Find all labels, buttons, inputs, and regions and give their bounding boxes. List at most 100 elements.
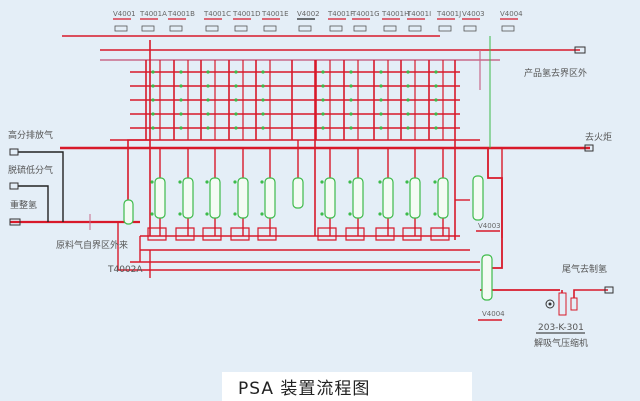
compressor-tag: 203-K-301 — [538, 323, 584, 333]
instrument-box — [298, 25, 312, 32]
outlet-nozzle — [584, 144, 594, 152]
instrument-box — [205, 25, 219, 32]
equipment-tag: T4001F — [327, 10, 354, 18]
valve — [206, 126, 210, 130]
instrument-box — [353, 25, 367, 32]
equipment-tag: T4001J — [436, 10, 461, 18]
instrument-box — [329, 25, 343, 32]
valve — [151, 70, 155, 74]
valve — [205, 212, 209, 216]
pipe-network — [9, 35, 614, 321]
valve — [261, 126, 265, 130]
valve — [260, 212, 264, 216]
valve — [320, 180, 324, 184]
valve — [206, 84, 210, 88]
inlet-nozzle — [9, 182, 19, 190]
valve — [348, 212, 352, 216]
adsorber-column — [324, 177, 336, 219]
valve — [434, 70, 438, 74]
valve — [178, 212, 182, 216]
valve — [378, 180, 382, 184]
valve — [234, 126, 238, 130]
valve — [321, 84, 325, 88]
outlet-label-product-hydrogen: 产品氢去界区外 — [524, 67, 587, 79]
inlet-nozzle — [9, 148, 19, 156]
instrument-box — [114, 25, 128, 32]
instrument-box — [408, 25, 422, 32]
valve — [234, 84, 238, 88]
bottom-valve-loop — [230, 227, 250, 241]
valve — [320, 212, 324, 216]
title-box — [222, 372, 472, 401]
valve — [151, 126, 155, 130]
valve — [379, 70, 383, 74]
valve — [234, 112, 238, 116]
valve — [434, 112, 438, 116]
valve — [151, 112, 155, 116]
valve — [321, 112, 325, 116]
valve — [151, 84, 155, 88]
valve — [433, 180, 437, 184]
inlet-label-desulfurized-gas: 脱硫低分气 — [8, 164, 53, 176]
equipment-tag: T4001D — [232, 10, 260, 18]
valve — [261, 112, 265, 116]
valve — [433, 212, 437, 216]
equipment-tag: T4001A — [139, 10, 167, 18]
adsorber-column — [352, 177, 364, 219]
equipment-tag: T4001G — [351, 10, 380, 18]
valve — [434, 84, 438, 88]
valve — [261, 70, 265, 74]
bottom-valve-loop — [345, 227, 365, 241]
vessel-v4004 — [481, 254, 493, 301]
valve — [179, 70, 183, 74]
valve — [406, 112, 410, 116]
adsorber-columns — [123, 175, 493, 301]
valve — [406, 84, 410, 88]
valve — [378, 212, 382, 216]
valve — [179, 84, 183, 88]
valve — [206, 70, 210, 74]
valve — [405, 212, 409, 216]
valve — [179, 126, 183, 130]
adsorber-column — [154, 177, 166, 219]
valve — [179, 98, 183, 102]
valve — [348, 180, 352, 184]
pipe — [487, 148, 503, 269]
valve — [260, 180, 264, 184]
inlet-nozzle — [9, 218, 21, 226]
valve — [349, 84, 353, 88]
valve — [406, 126, 410, 130]
valve — [406, 98, 410, 102]
equipment-tag: T4001I — [406, 10, 431, 18]
equipment-tag: V4003 — [462, 10, 485, 18]
instrument-box — [501, 25, 515, 32]
valve — [321, 70, 325, 74]
outlet-nozzle — [574, 46, 586, 54]
feed-vessel — [123, 199, 134, 225]
vessel-v4003 — [472, 175, 484, 221]
reformed-hydrogen-line — [18, 185, 49, 222]
outlet-label-tail-gas: 尾气去制氢 — [562, 263, 607, 275]
bottom-valve-loop — [317, 227, 337, 241]
valve — [349, 98, 353, 102]
adsorber-column — [182, 177, 194, 219]
valve — [406, 70, 410, 74]
instrument-box — [263, 25, 277, 32]
valve — [405, 180, 409, 184]
inlet-label-high-pressure-vent: 高分排放气 — [8, 129, 53, 141]
valve — [379, 98, 383, 102]
instrument-box — [141, 25, 155, 32]
equipment-tag: V4002 — [297, 10, 320, 18]
vessel-tag-lower: V4004 — [482, 310, 505, 318]
valve — [349, 70, 353, 74]
valve — [151, 98, 155, 102]
valve — [379, 126, 383, 130]
bottom-valve-loop — [202, 227, 222, 241]
instrument-box — [463, 25, 477, 32]
pipe — [127, 139, 150, 200]
instrument-box — [383, 25, 397, 32]
valve — [349, 126, 353, 130]
compressor-name: 解吸气压缩机 — [534, 337, 588, 349]
valve — [150, 212, 154, 216]
